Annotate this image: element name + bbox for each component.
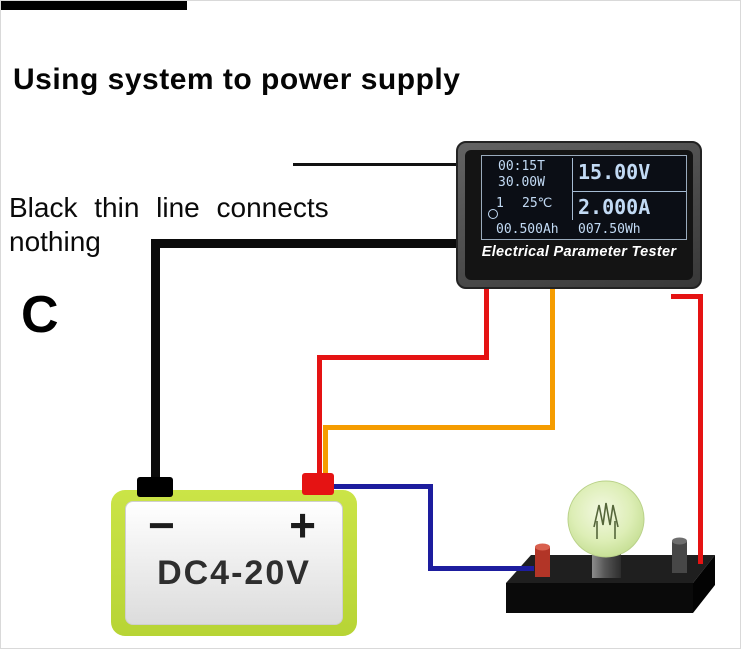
bulb-filament-icon [593,502,619,539]
wire-red-horizontal [317,355,489,360]
battery-front-panel: − + DC4-20V [125,499,343,625]
annotation-line2: nothing [9,226,101,257]
indicator-circle-icon [488,209,498,219]
display-temperature: 25℃ [522,196,553,211]
wire-black-horizontal [151,239,457,248]
tester-label: Electrical Parameter Tester [481,244,677,260]
wire-red-vertical-bottom [317,355,322,477]
annotation-line1: Black thin line connects [9,192,329,223]
display-voltage: 15.00V [578,160,651,184]
wire-blue-horizontal-right [428,566,534,571]
thin-black-line [293,163,457,166]
display-power: 30.00W [498,175,545,190]
wire-blue-vertical [428,484,433,571]
lamp-terminal-red [535,547,550,577]
wire-orange-vertical-bottom [323,425,328,477]
bulb-glass [567,480,645,558]
lamp-terminal-dark [672,541,687,573]
battery-connector-positive [302,473,334,495]
battery: − + DC4-20V [111,490,357,636]
display-energy: 007.50Wh [578,222,641,237]
lamp-platform-side [693,555,715,613]
display-mode: 1 [496,196,504,211]
parameter-tester-device: 00:15T 30.00W 1 25℃ 15.00V 2.000A 00.500… [456,141,702,289]
battery-voltage-label: DC4-20V [157,554,311,592]
page-title: Using system to power supply [13,63,461,96]
lamp-platform-front [506,583,693,613]
wire-blue-horizontal-left [332,484,432,489]
screen-divider-horizontal [573,191,686,192]
display-time: 00:15T [498,159,545,174]
battery-minus-label: − [148,499,175,551]
lamp-assembly [506,480,715,613]
wire-red-vertical-top [484,288,489,360]
screen-divider-vertical [572,158,573,220]
battery-connector-negative [137,477,173,497]
wire-red-right-vertical [698,294,703,564]
display-capacity: 00.500Ah [496,222,559,237]
lamp-terminal-red-top [535,543,550,551]
wire-orange-vertical-top [550,288,555,430]
top-border-bar [1,1,187,10]
battery-plus-label: + [289,499,316,551]
wire-red-right-horizontal [671,294,703,299]
display-current: 2.000A [578,195,651,219]
lamp-terminal-dark-top [672,537,687,545]
annotation-text: Black thin line connects nothing [9,191,329,259]
wire-orange-horizontal [323,425,555,430]
corner-label: C [21,286,59,344]
tester-screen: 00:15T 30.00W 1 25℃ 15.00V 2.000A 00.500… [481,155,687,240]
wire-black-vertical [151,239,160,481]
